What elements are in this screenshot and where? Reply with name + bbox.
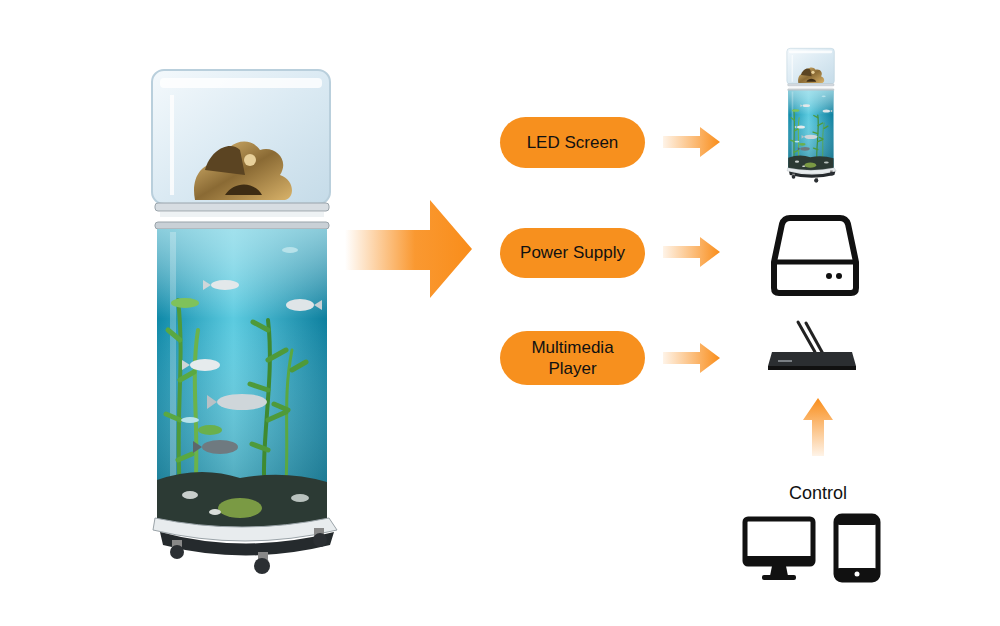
main-arrow <box>345 200 472 298</box>
media-player-icon <box>768 322 856 370</box>
small-arrows <box>663 127 720 373</box>
media-player-icon-part <box>768 352 856 366</box>
power-supply-icon-part <box>774 218 856 293</box>
monitor-icon-part <box>745 556 813 564</box>
pill-label: Multimedia Player <box>514 337 631 380</box>
media-player-icon-part <box>768 366 856 370</box>
small-arrow <box>663 127 720 157</box>
pill-label: Power Supply <box>520 242 625 263</box>
monitor-icon-part <box>770 566 788 576</box>
phone-icon-part <box>836 516 878 525</box>
component-pill: Power Supply <box>500 228 645 278</box>
power-supply-icon <box>774 218 856 293</box>
component-pill: Multimedia Player <box>500 331 645 385</box>
small-arrow <box>663 343 720 373</box>
media-player-icon-part <box>806 323 822 352</box>
power-supply-icon-part <box>776 260 854 265</box>
monitor-icon <box>745 519 813 580</box>
power-supply-icon-part <box>836 273 842 279</box>
power-supply-icon-part <box>826 273 832 279</box>
media-player-icon-part <box>778 360 792 362</box>
phone-icon-part <box>836 568 878 580</box>
monitor-icon-part <box>762 575 796 580</box>
led-kiosk-illustration <box>152 70 337 574</box>
monitor-icon-part <box>745 519 813 564</box>
led-screen-thumbnail <box>787 48 836 182</box>
phone-icon-part <box>855 572 860 577</box>
pill-label: LED Screen <box>527 132 619 153</box>
small-arrow <box>663 237 720 267</box>
phone-icon <box>836 516 878 580</box>
control-arrow <box>803 398 833 456</box>
phone-icon-part <box>836 516 878 580</box>
component-pill: LED Screen <box>500 117 645 168</box>
caption-label: Control <box>789 483 847 504</box>
